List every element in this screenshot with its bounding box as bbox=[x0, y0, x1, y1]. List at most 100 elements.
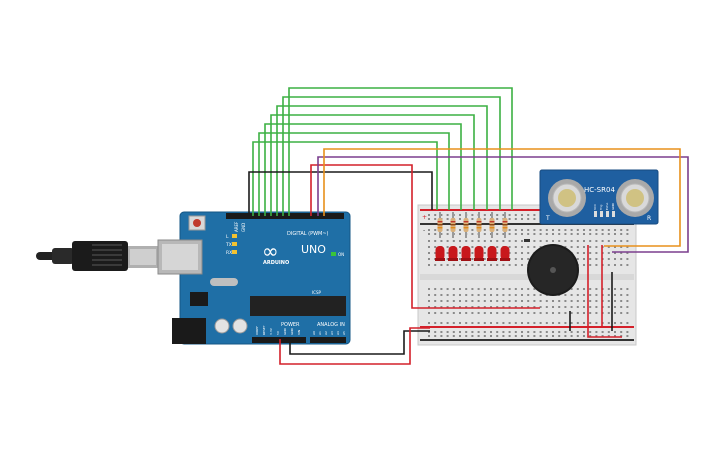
led[interactable] bbox=[435, 246, 445, 260]
breadboard-hole bbox=[514, 335, 517, 337]
arduino-brand-label: ARDUINO bbox=[263, 260, 289, 266]
breadboard-hole bbox=[434, 294, 437, 296]
breadboard-hole bbox=[576, 288, 579, 290]
breadboard-hole bbox=[502, 294, 505, 296]
breadboard-hole bbox=[539, 233, 542, 235]
breadboard-hole bbox=[465, 306, 468, 308]
breadboard-hole bbox=[508, 246, 511, 248]
analog-header-label: ANALOG IN bbox=[317, 322, 345, 328]
breadboard-hole bbox=[533, 331, 536, 333]
breadboard-hole bbox=[477, 264, 480, 266]
breadboard-hole bbox=[595, 240, 598, 242]
breadboard-hole bbox=[496, 306, 499, 308]
pin-gnd-label: GND bbox=[241, 223, 246, 232]
breadboard-hole bbox=[570, 240, 573, 242]
breadboard-hole bbox=[607, 288, 610, 290]
breadboard-hole bbox=[477, 335, 480, 337]
breadboard-hole bbox=[459, 300, 461, 302]
breadboard-hole bbox=[440, 288, 443, 290]
breadboard-hole bbox=[564, 335, 567, 337]
breadboard-hole bbox=[564, 229, 567, 231]
arduino-uno-board[interactable]: AREF GND DIGITAL (PWM~) TX RX L ∞ ARDUIN… bbox=[157, 211, 351, 345]
label-l: L bbox=[226, 234, 229, 240]
breadboard-hole bbox=[446, 258, 449, 260]
breadboard-hole bbox=[483, 288, 486, 290]
sensor-pin bbox=[600, 211, 603, 217]
breadboard-hole bbox=[471, 335, 474, 337]
breadboard-hole bbox=[533, 229, 536, 231]
breadboard-hole bbox=[471, 218, 474, 220]
breadboard-hole bbox=[471, 294, 474, 296]
led[interactable] bbox=[461, 246, 471, 260]
breadboard-hole bbox=[620, 335, 623, 337]
breadboard-hole bbox=[465, 322, 468, 324]
label-icsp: ICSP bbox=[312, 290, 322, 295]
center-channel bbox=[420, 274, 634, 280]
breadboard-hole bbox=[558, 300, 561, 302]
resistor-band bbox=[489, 227, 495, 229]
breadboard-hole bbox=[502, 214, 505, 216]
breadboard-hole bbox=[576, 306, 579, 308]
breadboard-hole bbox=[552, 331, 554, 333]
breadboard-hole bbox=[607, 229, 610, 231]
breadboard-hole bbox=[452, 322, 455, 324]
sensor-pin bbox=[612, 211, 615, 217]
breadboard-hole bbox=[570, 233, 573, 235]
breadboard-hole bbox=[508, 252, 511, 254]
resistor-band bbox=[450, 221, 456, 223]
power-pin-label: IOREF bbox=[255, 326, 259, 335]
breadboard-hole bbox=[428, 331, 430, 333]
piezo-buzzer[interactable] bbox=[524, 239, 579, 296]
breadboard-hole bbox=[576, 246, 579, 248]
breadboard-hole bbox=[490, 300, 492, 302]
breadboard-hole bbox=[552, 322, 554, 324]
breadboard-hole bbox=[564, 312, 567, 314]
breadboard-hole bbox=[434, 229, 437, 231]
breadboard-hole bbox=[564, 300, 567, 302]
breadboard-hole bbox=[508, 300, 511, 302]
breadboard-hole bbox=[583, 246, 585, 248]
breadboard-hole bbox=[452, 294, 455, 296]
led-base bbox=[487, 258, 497, 261]
breadboard-hole bbox=[446, 335, 449, 337]
power-pin-label: RESET bbox=[262, 325, 266, 335]
breadboard-hole bbox=[626, 312, 629, 314]
breadboard-hole bbox=[626, 229, 629, 231]
led[interactable] bbox=[474, 246, 484, 260]
led[interactable] bbox=[500, 246, 510, 260]
usb-cable-grip bbox=[92, 244, 122, 266]
breadboard-hole bbox=[508, 218, 511, 220]
led[interactable] bbox=[487, 246, 497, 260]
breadboard-hole bbox=[552, 312, 554, 314]
power-rail-top-minus bbox=[420, 223, 634, 225]
breadboard-hole bbox=[428, 335, 430, 337]
breadboard-hole bbox=[483, 252, 486, 254]
breadboard-hole bbox=[527, 322, 530, 324]
led[interactable] bbox=[448, 246, 458, 260]
breadboard-hole bbox=[527, 294, 530, 296]
resistor-band bbox=[476, 227, 482, 229]
breadboard-hole bbox=[620, 240, 623, 242]
breadboard-hole bbox=[539, 300, 542, 302]
breadboard-hole bbox=[583, 240, 585, 242]
breadboard-hole bbox=[514, 246, 517, 248]
breadboard-hole bbox=[428, 246, 430, 248]
breadboard-hole bbox=[514, 288, 517, 290]
breadboard-hole bbox=[521, 229, 523, 231]
breadboard-hole bbox=[452, 335, 455, 337]
breadboard-hole bbox=[576, 335, 579, 337]
breadboard-hole bbox=[514, 264, 517, 266]
breadboard-hole bbox=[626, 240, 629, 242]
digital-header bbox=[226, 213, 344, 219]
breadboard-hole bbox=[614, 264, 616, 266]
breadboard-hole bbox=[533, 300, 536, 302]
breadboard-hole bbox=[483, 258, 486, 260]
breadboard-hole bbox=[471, 214, 474, 216]
breadboard-hole bbox=[428, 322, 430, 324]
voltage-regulator bbox=[190, 292, 208, 306]
breadboard-hole bbox=[508, 294, 511, 296]
analog-header bbox=[310, 337, 346, 343]
breadboard-hole bbox=[496, 233, 499, 235]
